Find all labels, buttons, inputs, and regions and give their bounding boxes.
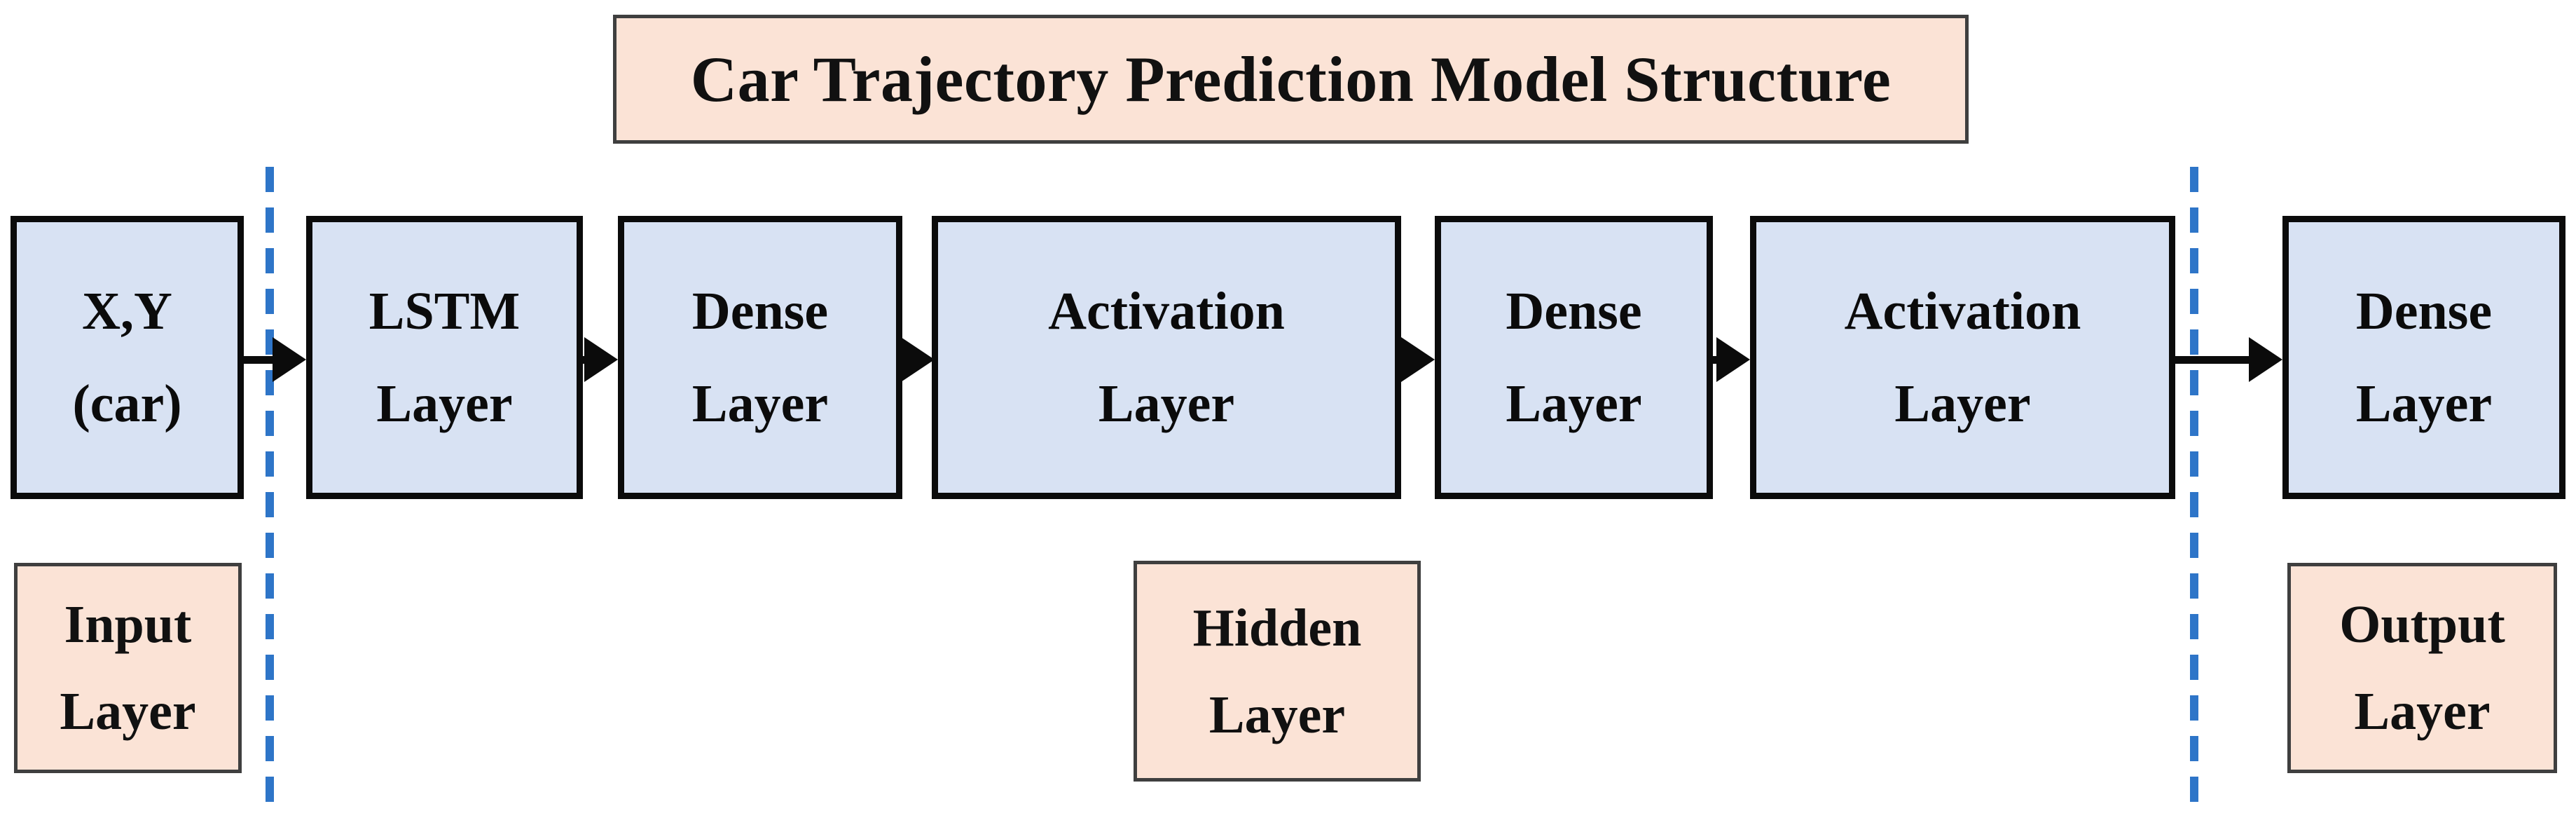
layer-block-label-line2: Layer <box>2355 374 2493 433</box>
flow-arrow-icon <box>583 337 618 382</box>
flow-arrow-icon <box>244 337 306 382</box>
flow-arrow-icon <box>1713 337 1750 382</box>
region-caption-line1: Input <box>64 595 192 654</box>
divider-input-hidden <box>266 167 274 810</box>
layer-block-label-line2: Layer <box>691 374 829 433</box>
arrow-head <box>273 337 306 382</box>
arrow-shaft <box>1713 355 1718 364</box>
layer-block-dense-layer-2[interactable]: Dense Layer <box>1435 216 1713 499</box>
layer-block-label-line1: LSTM <box>369 282 521 341</box>
arrow-head <box>2249 337 2282 382</box>
layer-block-label-line2: (car) <box>72 374 182 433</box>
region-caption-input-layer: Input Layer <box>14 563 242 773</box>
layer-block-activation-2[interactable]: Activation Layer <box>1750 216 2175 499</box>
layer-block-label-line2: Layer <box>1098 374 1235 433</box>
layer-block-lstm-layer[interactable]: LSTM Layer <box>306 216 583 499</box>
flow-arrow-icon <box>2175 337 2282 382</box>
diagram-title-text: Car Trajectory Prediction Model Structur… <box>690 43 1892 115</box>
arrow-head <box>901 337 935 382</box>
layer-block-label-line1: Dense <box>691 282 829 341</box>
layer-block-dense-layer-3[interactable]: Dense Layer <box>2282 216 2565 499</box>
region-caption-line2: Layer <box>60 682 196 741</box>
diagram-title-box: Car Trajectory Prediction Model Structur… <box>613 15 1969 144</box>
layer-block-label-line2: Layer <box>376 374 513 433</box>
layer-block-label-line1: X,Y <box>82 282 172 341</box>
layer-block-label-line1: Activation <box>1844 282 2081 341</box>
layer-block-label-line2: Layer <box>1506 374 1642 433</box>
layer-block-label-line2: Layer <box>1894 374 2031 433</box>
flow-arrow-icon <box>1401 337 1435 382</box>
region-caption-line2: Layer <box>2354 682 2491 741</box>
arrow-shaft <box>244 355 274 364</box>
layer-block-label-line1: Dense <box>1506 282 1642 341</box>
layer-block-label-line1: Activation <box>1048 282 1285 341</box>
region-caption-hidden-layer: Hidden Layer <box>1134 561 1421 782</box>
layer-block-dense-layer-1[interactable]: Dense Layer <box>618 216 902 499</box>
layer-block-activation-1[interactable]: Activation Layer <box>932 216 1401 499</box>
arrow-head <box>1401 337 1435 382</box>
layer-block-label-line1: Dense <box>2355 282 2493 341</box>
flow-arrow-icon <box>901 337 935 382</box>
layer-block-input-xy[interactable]: X,Y (car) <box>11 216 244 499</box>
region-caption-line2: Layer <box>1208 685 1346 744</box>
arrow-shaft <box>2175 355 2250 364</box>
arrow-head <box>1716 337 1750 382</box>
arrow-head <box>584 337 618 382</box>
divider-hidden-output <box>2190 167 2198 810</box>
region-caption-output-layer: Output Layer <box>2287 563 2557 773</box>
region-caption-line1: Output <box>2339 595 2505 654</box>
region-caption-line1: Hidden <box>1192 598 1362 657</box>
